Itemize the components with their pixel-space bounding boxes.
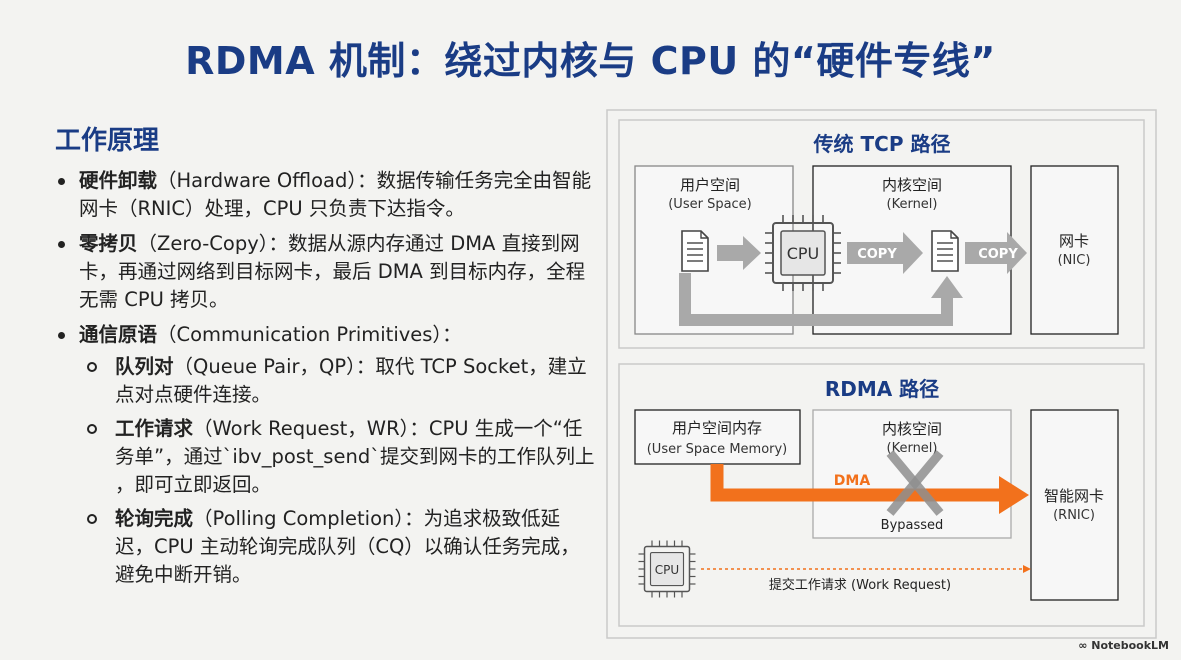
bullet-term: 零拷贝 xyxy=(79,232,138,255)
tcp-nic-box xyxy=(1030,165,1119,335)
rdma-kernel-en: (Kernel) xyxy=(887,441,938,456)
tcp-copy-arrow-1 xyxy=(847,232,923,274)
rdma-user-memory-en: (User Space Memory) xyxy=(647,442,788,457)
rdma-bypassed-label: Bypassed xyxy=(881,518,944,533)
bullet-hardware-offload: 硬件卸载（Hardware Offload）：数据传输任务完全由智能网卡（RNI… xyxy=(55,167,595,223)
page-title: RDMA 机制：绕过内核与 CPU 的“硬件专线” xyxy=(185,39,996,83)
rdma-frame xyxy=(618,363,1145,627)
tcp-kernel-label: 内核空间 xyxy=(882,176,942,194)
tcp-user-doc-icon xyxy=(681,230,709,272)
rdma-kernel-label: 内核空间 xyxy=(882,420,942,438)
sub-bullet-list: 队列对（Queue Pair，QP）：取代 TCP Socket，建立点对点硬件… xyxy=(79,353,595,589)
rdma-work-request-label: 提交工作请求 (Work Request) xyxy=(769,577,951,593)
tcp-kernel-doc-icon xyxy=(931,230,959,272)
sub-bullet-work-request: 工作请求（Work Request，WR）：CPU 生成一个“任务单”，通过`i… xyxy=(79,415,595,499)
rdma-rnic-en: (RNIC) xyxy=(1053,508,1095,523)
footer-brand: ∞ NotebookLM xyxy=(1078,639,1169,652)
tcp-user-space-box xyxy=(634,165,794,335)
tcp-copy-arrow-2 xyxy=(965,232,1027,274)
tcp-frame xyxy=(618,119,1145,349)
left-panel: 工作原理 硬件卸载（Hardware Offload）：数据传输任务完全由智能网… xyxy=(55,120,595,596)
sub-bullet-queue-pair: 队列对（Queue Pair，QP）：取代 TCP Socket，建立点对点硬件… xyxy=(79,353,595,409)
sub-bullet-term: 工作请求 xyxy=(115,417,194,440)
bullet-primitives: 通信原语（Communication Primitives）： 队列对（Queu… xyxy=(55,321,595,589)
rdma-dma-arrowhead xyxy=(999,476,1029,514)
sub-bullet-text: （Polling Completion）：为追求极致低延迟，CPU 主动轮询完成… xyxy=(115,507,580,586)
bullet-list: 硬件卸载（Hardware Offload）：数据传输任务完全由智能网卡（RNI… xyxy=(55,167,595,589)
tcp-return-path xyxy=(679,273,953,326)
bullet-term: 硬件卸载 xyxy=(79,169,158,192)
tcp-nic-label: 网卡 xyxy=(1059,232,1089,250)
rdma-cpu-label: CPU xyxy=(655,563,679,577)
rdma-title: RDMA 路径 xyxy=(825,377,939,401)
tcp-nic-en: (NIC) xyxy=(1058,253,1091,268)
sub-bullet-text: （Queue Pair，QP）：取代 TCP Socket，建立点对点硬件连接。 xyxy=(115,355,587,406)
sub-bullet-term: 队列对 xyxy=(115,355,174,378)
bullet-text: （Hardware Offload）：数据传输任务完全由智能网卡（RNIC）处理… xyxy=(79,169,592,220)
tcp-kernel-en: (Kernel) xyxy=(887,197,938,212)
rdma-user-memory-label: 用户空间内存 xyxy=(672,419,762,437)
footer-text: NotebookLM xyxy=(1091,639,1169,652)
tcp-user-space-label: 用户空间 xyxy=(680,176,740,194)
bullet-text: （Zero-Copy）：数据从源内存通过 DMA 直接到网卡，再通过网络到目标网… xyxy=(79,232,586,311)
bullet-zero-copy: 零拷贝（Zero-Copy）：数据从源内存通过 DMA 直接到网卡，再通过网络到… xyxy=(55,230,595,314)
bullet-text: （Communication Primitives）： xyxy=(157,323,462,346)
tcp-copy-label-2: COPY xyxy=(978,247,1018,262)
outer-frame xyxy=(606,109,1157,639)
rdma-rnic-box xyxy=(1030,409,1119,601)
sub-bullet-text: （Work Request，WR）：CPU 生成一个“任务单”，通过`ibv_p… xyxy=(115,417,595,496)
sub-bullet-polling: 轮询完成（Polling Completion）：为追求极致低延迟，CPU 主动… xyxy=(79,505,595,589)
tcp-copy-label-1: COPY xyxy=(857,247,897,262)
architecture-diagram: 传统 TCP 路径 用户空间 (User Space) 内核空间 (Kernel… xyxy=(606,109,1157,639)
section-title: 工作原理 xyxy=(55,126,160,156)
tcp-cpu-label: CPU xyxy=(787,244,820,263)
bypass-x-icon xyxy=(886,450,944,516)
tcp-return-arrowhead xyxy=(931,276,963,298)
tcp-doc-to-cpu-arrow xyxy=(717,236,761,270)
rdma-work-request-arrowhead xyxy=(1023,565,1031,573)
sub-bullet-term: 轮询完成 xyxy=(115,507,194,530)
tcp-user-space-en: (User Space) xyxy=(668,197,752,212)
tcp-title: 传统 TCP 路径 xyxy=(813,132,951,156)
bullet-term: 通信原语 xyxy=(79,323,158,346)
rdma-rnic-label: 智能网卡 xyxy=(1044,487,1104,505)
rdma-dma-label: DMA xyxy=(834,473,871,489)
